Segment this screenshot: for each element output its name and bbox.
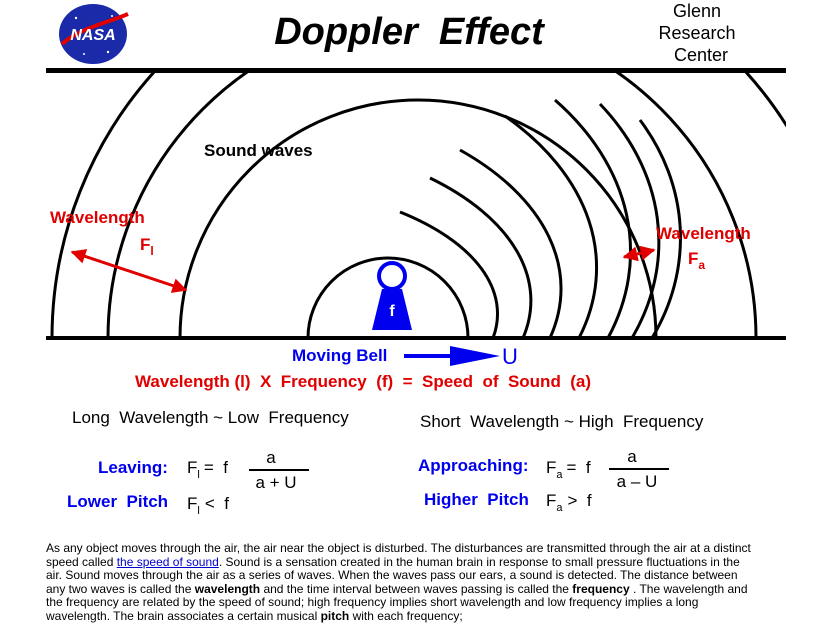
description-paragraph: As any object moves through the air, the… bbox=[46, 541, 758, 623]
center-line-1: Glenn bbox=[673, 1, 721, 21]
desc-text-4: . The wavelength and the frequency are r… bbox=[46, 581, 748, 623]
leaving-numerator: a bbox=[266, 448, 276, 467]
bell-icon: f bbox=[372, 261, 412, 330]
wavelength-left-label: Wavelength bbox=[50, 208, 145, 227]
wavelength-left-arrow bbox=[70, 249, 188, 293]
desc-bold-frequency: frequency bbox=[572, 581, 630, 596]
wave-arc-front-7 bbox=[638, 119, 682, 339]
f-right-label: Fa bbox=[688, 249, 705, 272]
wavelength-right-arrow bbox=[622, 245, 656, 262]
center-line-2: Research bbox=[658, 23, 735, 43]
wave-arc-front-6 bbox=[598, 102, 661, 339]
leaving-denominator: a + U bbox=[255, 473, 296, 492]
sound-waves-label: Sound waves bbox=[204, 141, 313, 160]
approaching-numerator: a bbox=[627, 447, 637, 466]
leaving-equation: Fl= f bbox=[187, 458, 228, 481]
header-bar bbox=[46, 68, 786, 73]
approaching-label: Approaching: bbox=[418, 456, 529, 475]
nasa-logo-text: NASA bbox=[70, 27, 115, 44]
desc-text-2: . Sound is a sensation created in the hu… bbox=[46, 554, 740, 596]
lower-pitch-equation: Fl< f bbox=[187, 494, 229, 517]
long-wavelength-heading: Long Wavelength ~ Low Frequency bbox=[72, 408, 349, 427]
desc-text-5: with each frequency; bbox=[349, 608, 463, 623]
desc-text-3: and the time interval between waves pass… bbox=[260, 581, 573, 596]
desc-text-1: As any object moves through the air, the… bbox=[46, 541, 751, 569]
bell-letter: f bbox=[389, 303, 395, 320]
desc-bold-wavelength: wavelength bbox=[194, 581, 261, 596]
approaching-equation: Fa= f bbox=[546, 458, 591, 481]
wave-arc-front-4 bbox=[504, 114, 599, 339]
page-title: Doppler Effect bbox=[274, 11, 545, 53]
compressed-wave-arcs bbox=[399, 98, 682, 339]
leaving-label: Leaving: bbox=[98, 458, 168, 477]
center-line-3: Center bbox=[674, 45, 728, 65]
moving-bell-label: Moving Bell bbox=[292, 346, 387, 365]
desc-bold-pitch: pitch bbox=[320, 608, 350, 623]
wave-arc-front-3 bbox=[459, 148, 563, 339]
wave-arc-4 bbox=[50, 72, 786, 338]
nasa-logo: NASA bbox=[59, 4, 129, 64]
higher-pitch-label: Higher Pitch bbox=[424, 490, 529, 509]
wave-arc-3 bbox=[106, 72, 758, 338]
velocity-label: U bbox=[502, 344, 518, 369]
approaching-denominator: a – U bbox=[617, 472, 658, 491]
speed-of-sound-link[interactable]: the speed of sound bbox=[116, 554, 219, 569]
doppler-diagram: NASA Doppler Effect Glenn Research Cente… bbox=[46, 1, 786, 517]
short-wavelength-heading: Short Wavelength ~ High Frequency bbox=[420, 412, 704, 431]
f-left-label: Fl bbox=[140, 235, 154, 258]
wave-arc-front-5 bbox=[554, 98, 632, 339]
wave-arc-front-1 bbox=[399, 210, 499, 339]
velocity-arrow bbox=[404, 346, 500, 366]
higher-pitch-equation: Fa> f bbox=[546, 491, 592, 514]
lower-pitch-label: Lower Pitch bbox=[67, 492, 168, 511]
wave-arc-1 bbox=[306, 256, 470, 338]
ground-line bbox=[46, 336, 786, 340]
speed-equation: Wavelength (l) X Frequency (f) = Speed o… bbox=[135, 372, 591, 391]
wavelength-right-label: Wavelength bbox=[656, 224, 751, 243]
wave-arc-front-2 bbox=[429, 176, 533, 339]
